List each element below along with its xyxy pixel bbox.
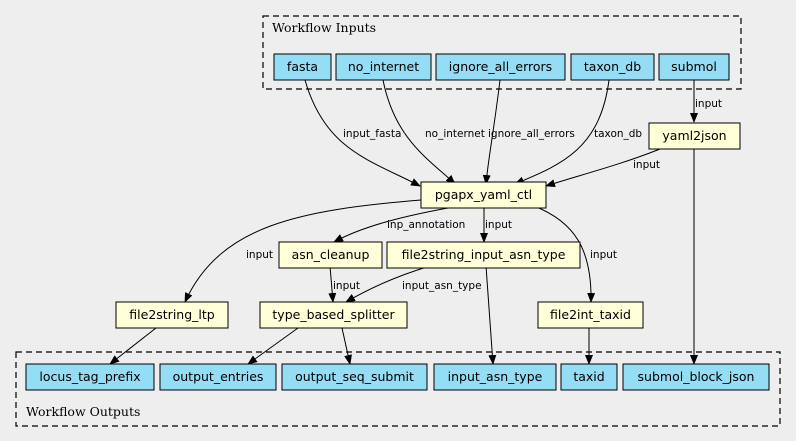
step-node-file2int-taxid-label: file2int_taxid: [550, 307, 631, 322]
edge-no-internet-to-pgapx: [382, 79, 456, 185]
output-node-output-entries-label: output_entries: [173, 369, 264, 384]
step-node-asn-cleanup-label: asn_cleanup: [292, 247, 370, 262]
step-node-file2int-taxid[interactable]: file2int_taxid: [537, 301, 644, 329]
edge-label-f2s-asn-input: input: [485, 219, 512, 231]
edge-f2s-asn-to-splitter: [345, 265, 431, 303]
step-node-pgapx-yaml-ctl[interactable]: pgapx_yaml_ctl: [420, 181, 547, 209]
output-node-taxid-label: taxid: [573, 369, 604, 384]
step-node-type-based-splitter-label: type_based_splitter: [272, 307, 395, 322]
edge-label-splitter-input: input: [333, 280, 360, 292]
input-node-ignore-all-errors-label: ignore_all_errors: [449, 59, 552, 74]
step-node-file2string-ltp[interactable]: file2string_ltp: [115, 301, 229, 329]
output-node-output-seq-submit-label: output_seq_submit: [295, 369, 414, 384]
edge-splitter-to-seq-submit: [341, 327, 352, 365]
output-node-taxid[interactable]: taxid: [560, 363, 618, 391]
edge-label-inp-annotation: inp_annotation: [387, 219, 465, 231]
input-node-fasta[interactable]: fasta: [273, 53, 332, 81]
input-node-taxon-db-label: taxon_db: [584, 59, 641, 74]
edge-label-taxid-input: input: [590, 249, 617, 261]
output-node-input-asn-type-label: input_asn_type: [448, 369, 543, 384]
edge-fasta-to-pgapx: [304, 79, 421, 187]
step-node-type-based-splitter[interactable]: type_based_splitter: [259, 301, 408, 329]
output-node-output-seq-submit[interactable]: output_seq_submit: [281, 363, 428, 391]
step-node-file2string-ltp-label: file2string_ltp: [129, 307, 214, 322]
input-node-taxon-db[interactable]: taxon_db: [570, 53, 655, 81]
edge-label-yaml2json-input: input: [633, 159, 660, 171]
output-node-submol-block-json[interactable]: submol_block_json: [622, 363, 770, 391]
edge-label-ignore-all-errors: ignore_all_errors: [488, 128, 575, 140]
input-node-no-internet-label: no_internet: [348, 59, 419, 74]
output-node-input-asn-type[interactable]: input_asn_type: [433, 363, 557, 391]
edge-taxon-db-to-pgapx: [514, 79, 610, 185]
edge-labels: input_fasta no_internet ignore_all_error…: [246, 98, 722, 292]
edge-asn-cleanup-to-splitter: [328, 265, 337, 303]
edge-label-ltp-input: input: [246, 249, 273, 261]
edge-yaml2json-to-pgapx: [545, 148, 661, 188]
workflow-inputs-title: Workflow Inputs: [272, 20, 376, 35]
edge-pgapx-to-asn-cleanup: [333, 207, 449, 243]
output-node-locus-tag-prefix[interactable]: locus_tag_prefix: [25, 363, 155, 391]
workflow-outputs-cluster: Workflow Outputs: [15, 351, 781, 427]
input-node-submol[interactable]: submol: [658, 53, 730, 81]
input-node-ignore-all-errors[interactable]: ignore_all_errors: [435, 53, 566, 81]
workflow-outputs-title: Workflow Outputs: [26, 404, 140, 419]
input-node-no-internet[interactable]: no_internet: [335, 53, 432, 81]
edge-label-input-fasta: input_fasta: [343, 128, 401, 140]
edge-label-submol-input: input: [695, 98, 722, 110]
step-node-file2string-input-asn-type[interactable]: file2string_input_asn_type: [386, 241, 581, 269]
edge-ignore-to-pgapx: [482, 79, 501, 185]
output-node-output-entries[interactable]: output_entries: [159, 363, 277, 391]
workflow-inputs-cluster: Workflow Inputs: [262, 15, 742, 90]
edge-label-input-asn-type: input_asn_type: [402, 280, 482, 292]
step-node-pgapx-yaml-ctl-label: pgapx_yaml_ctl: [435, 187, 532, 202]
output-node-locus-tag-prefix-label: locus_tag_prefix: [39, 369, 140, 384]
output-node-submol-block-json-label: submol_block_json: [638, 369, 755, 384]
step-node-asn-cleanup[interactable]: asn_cleanup: [278, 241, 383, 269]
edge-ltp-to-locus-tag: [109, 327, 157, 365]
step-node-file2string-input-asn-type-label: file2string_input_asn_type: [402, 247, 566, 262]
edge-pgapx-to-taxid-step: [533, 205, 596, 303]
step-node-yaml2json[interactable]: yaml2json: [648, 122, 741, 150]
edges: [109, 79, 698, 365]
edge-f2s-asn-to-output: [485, 265, 497, 365]
step-node-yaml2json-label: yaml2json: [662, 128, 726, 143]
input-node-fasta-label: fasta: [287, 59, 318, 74]
edge-splitter-to-entries: [247, 327, 299, 365]
edge-pgapx-to-f2s-ltp: [184, 199, 422, 303]
edge-label-taxon-db: taxon_db: [594, 128, 642, 140]
edge-label-no-internet: no_internet: [425, 128, 485, 140]
input-node-submol-label: submol: [671, 59, 717, 74]
